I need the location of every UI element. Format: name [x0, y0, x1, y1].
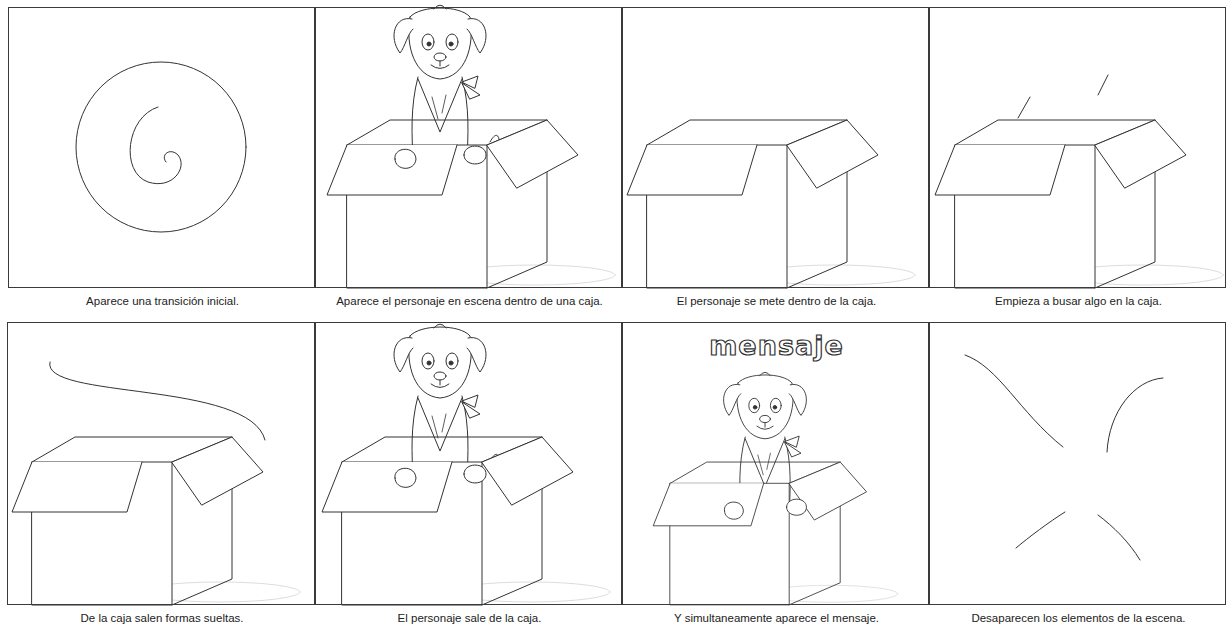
- storyboard-panel: El personaje sale de la caja.: [315, 322, 622, 605]
- storyboard-panel: De la caja salen formas sueltas.: [7, 322, 315, 605]
- box-shapes: [12, 362, 300, 605]
- storyboard-panel: Aparece el personaje en escena dentro de…: [315, 7, 622, 288]
- dog-in-box: [653, 372, 898, 605]
- box: [627, 120, 915, 288]
- panel-caption: Desaparecen los elementos de la escena.: [971, 612, 1185, 626]
- panel-caption: Y simultaneamente aparece el mensaje.: [674, 612, 879, 626]
- panel-caption: El personaje se mete dentro de la caja.: [677, 295, 876, 309]
- storyboard-panel: Desaparecen los elementos de la escena.: [929, 322, 1226, 605]
- panel-caption: El personaje sale de la caja.: [398, 612, 542, 626]
- transition-spiral: [76, 62, 246, 232]
- scattered-lines: [965, 355, 1163, 560]
- storyboard-panel: mensajeY simultaneamente aparece el mens…: [622, 322, 929, 605]
- dog-in-box: [327, 5, 615, 288]
- storyboard-panel: El personaje se mete dentro de la caja.: [622, 7, 929, 288]
- storyboard-panel: Empieza a busar algo en la caja.: [929, 7, 1226, 288]
- box-searching: [935, 75, 1223, 288]
- storyboard-panel: Aparece una transición inicial.: [8, 7, 315, 288]
- panel-caption: De la caja salen formas sueltas.: [81, 612, 244, 626]
- panel-caption: Aparece una transición inicial.: [86, 295, 239, 309]
- dog-in-box: [322, 324, 610, 605]
- message-text: mensaje: [709, 331, 844, 361]
- panel-caption: Empieza a busar algo en la caja.: [995, 295, 1162, 309]
- panel-caption: Aparece el personaje en escena dentro de…: [336, 295, 603, 309]
